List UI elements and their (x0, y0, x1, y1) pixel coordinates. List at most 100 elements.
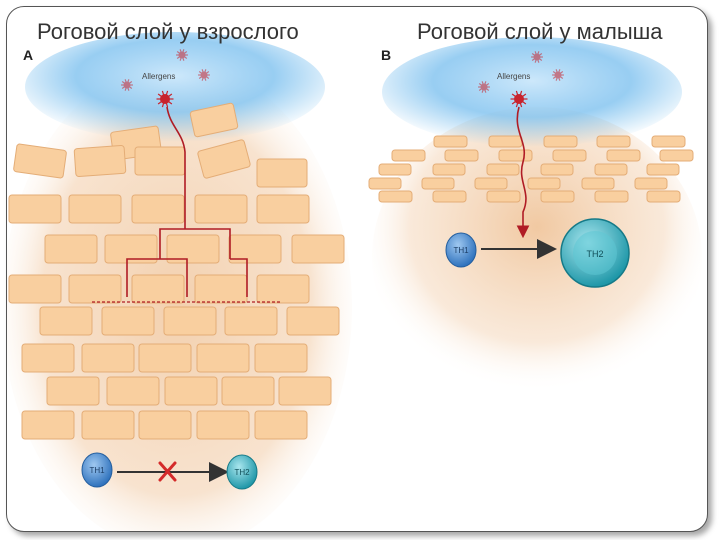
brick (189, 102, 239, 138)
brick (197, 139, 251, 179)
brick (101, 306, 155, 336)
brick (421, 177, 455, 190)
allergen-icon (156, 90, 174, 108)
brick (13, 143, 67, 179)
brick (21, 410, 75, 440)
brick (8, 194, 62, 224)
allergen-particles-b: Allergens (478, 51, 564, 108)
brick (138, 410, 192, 440)
brick (543, 135, 578, 148)
brick (221, 376, 275, 406)
brick (194, 274, 248, 304)
brick (68, 194, 122, 224)
th2-cell-a: TH2 (226, 454, 258, 490)
brick (486, 163, 520, 176)
brick (46, 376, 100, 406)
brick (378, 190, 413, 203)
brick (488, 135, 523, 148)
brick (224, 306, 278, 336)
brick (106, 376, 160, 406)
allergen-icon (531, 51, 543, 63)
brick (68, 274, 122, 304)
allergen-icon (121, 79, 133, 91)
brick (196, 410, 250, 440)
brick (166, 234, 220, 264)
brick (540, 163, 574, 176)
panel-b: Allergens TH1 TH2 (368, 37, 702, 407)
allergen-icon (510, 90, 528, 108)
brick (432, 190, 467, 203)
brick (104, 234, 158, 264)
brick (196, 343, 250, 373)
brick (646, 163, 680, 176)
brick (606, 149, 641, 162)
brick (651, 135, 686, 148)
th1-label-a: TH1 (89, 466, 105, 475)
th1-cell-a: TH1 (81, 452, 113, 488)
panel-a: Allergens TH1 TH2 (7, 32, 352, 531)
brick (278, 376, 332, 406)
panel-b-title: Роговой слой у малыша (417, 19, 663, 44)
allergen-icon (176, 49, 188, 61)
brick (474, 177, 508, 190)
allergen-sky-b (382, 37, 682, 147)
brick (594, 190, 629, 203)
slide-frame: Allergens TH1 TH2 Allergens (6, 6, 708, 532)
brick-wall-b (368, 135, 694, 203)
brick (254, 343, 308, 373)
brick (81, 410, 135, 440)
brick (194, 194, 248, 224)
brick (256, 274, 310, 304)
brick (39, 306, 93, 336)
th2-label-b: TH2 (586, 249, 603, 259)
allergen-icon (552, 69, 564, 81)
brick (378, 163, 412, 176)
allergens-label: Allergens (142, 72, 175, 81)
brick (228, 234, 282, 264)
brick (368, 177, 402, 190)
brick (659, 149, 694, 162)
brick (81, 343, 135, 373)
diagram-canvas: Allergens TH1 TH2 Allergens (7, 32, 702, 531)
brick (432, 163, 466, 176)
brick (254, 410, 308, 440)
panel-a-letter: A (23, 47, 34, 63)
brick (594, 163, 628, 176)
brick (444, 149, 479, 162)
allergen-path-a (92, 106, 282, 303)
brick (44, 234, 98, 264)
brick (581, 177, 615, 190)
brick (134, 146, 186, 176)
panel-b-letter: B (381, 47, 392, 63)
brick (291, 234, 345, 264)
brick (73, 144, 127, 178)
brick (164, 376, 218, 406)
th1-label-b: TH1 (453, 246, 469, 255)
brick (163, 306, 217, 336)
th1-cell-b: TH1 (445, 232, 477, 268)
blocked-x-icon (158, 461, 177, 482)
allergens-label: Allergens (497, 72, 530, 81)
allergen-particles-a: Allergens (121, 49, 210, 108)
allergen-icon (478, 81, 490, 93)
brick (486, 190, 521, 203)
brick (391, 149, 426, 162)
brick (256, 194, 310, 224)
brick (286, 306, 340, 336)
brick (634, 177, 668, 190)
allergen-icon (198, 69, 210, 81)
brick (596, 135, 631, 148)
brick (552, 149, 587, 162)
brick (498, 149, 533, 162)
panel-a-title: Роговой слой у взрослого (37, 19, 299, 44)
th2-cell-b: TH2 (560, 218, 630, 288)
allergen-path-b (516, 106, 530, 239)
allergen-sky-a (25, 32, 325, 142)
brick (540, 190, 575, 203)
brick (8, 274, 62, 304)
brick (21, 343, 75, 373)
th2-label-a: TH2 (234, 468, 250, 477)
brick (646, 190, 681, 203)
brick (131, 194, 185, 224)
brick (256, 158, 308, 188)
